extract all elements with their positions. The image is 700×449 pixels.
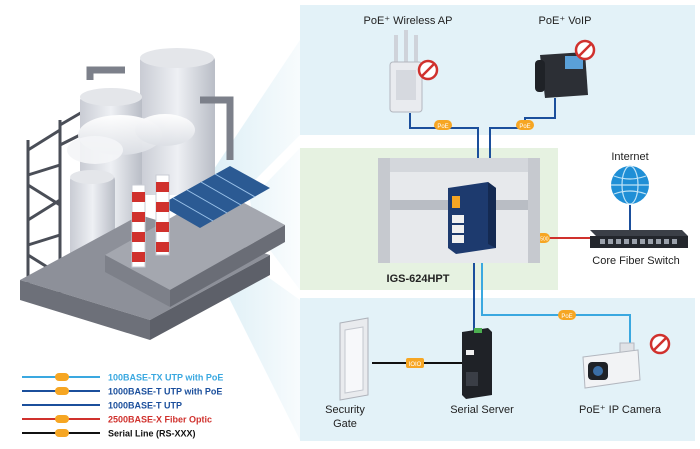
label-internet: Internet [611, 151, 648, 163]
svg-text:PoE: PoE [519, 124, 530, 130]
factory-illustration [20, 48, 285, 340]
legend-label: Serial Line (RS-XXX) [108, 429, 196, 439]
svg-text:PoE: PoE [561, 314, 572, 320]
ip-camera-device [582, 333, 671, 389]
legend-badge [55, 373, 69, 381]
label-security-gate-2: Gate [333, 418, 357, 430]
label-ip-camera: PoE⁺ IP Camera [579, 404, 662, 416]
svg-text:PoE: PoE [437, 124, 448, 130]
label-core-switch: Core Fiber Switch [592, 255, 679, 267]
svg-text:IOIO: IOIO [409, 362, 422, 368]
legend-label: 1000BASE-T UTP [108, 401, 182, 411]
beam-middle [250, 148, 300, 290]
security-gate-device [339, 317, 369, 401]
badge-ap: PoE [434, 120, 452, 130]
badge-serial: IOIO [406, 358, 424, 368]
internet-globe-icon [611, 165, 649, 205]
legend-label: 1000BASE-T UTP with PoE [108, 387, 222, 397]
legend-item: Serial Line (RS-XXX) [22, 429, 196, 439]
serial-server-device [462, 328, 492, 399]
igs-switch-device [448, 182, 496, 254]
voip-phone-device [535, 39, 596, 98]
legend-item: 100BASE-TX UTP with PoE [22, 373, 223, 383]
badge-voip: PoE [516, 120, 534, 130]
beam-bottom [215, 250, 300, 440]
label-wireless-ap: PoE⁺ Wireless AP [364, 15, 453, 27]
legend-item: 2500BASE-X Fiber Optic [22, 415, 212, 425]
legend-badge [55, 387, 69, 395]
link-camera [481, 250, 631, 345]
legend-badge [55, 415, 69, 423]
legend-item: 1000BASE-T UTP [22, 401, 182, 411]
core-switch-device [590, 230, 688, 248]
legend-label: 2500BASE-X Fiber Optic [108, 415, 212, 425]
label-voip: PoE⁺ VoIP [539, 15, 592, 27]
badge-camera: PoE [558, 310, 576, 320]
wireless-ap-device [389, 30, 439, 113]
legend: 100BASE-TX UTP with PoE 1000BASE-T UTP wi… [22, 373, 223, 439]
panel-top [300, 5, 695, 135]
legend-item: 1000BASE-T UTP with PoE [22, 387, 222, 397]
label-serial-server: Serial Server [450, 404, 514, 416]
label-security-gate-1: Security [325, 404, 365, 416]
svg-text:2500: 2500 [537, 237, 548, 243]
label-main-switch: IGS-624HPT [387, 273, 450, 285]
legend-label: 100BASE-TX UTP with PoE [108, 373, 223, 383]
legend-badge [55, 429, 69, 437]
